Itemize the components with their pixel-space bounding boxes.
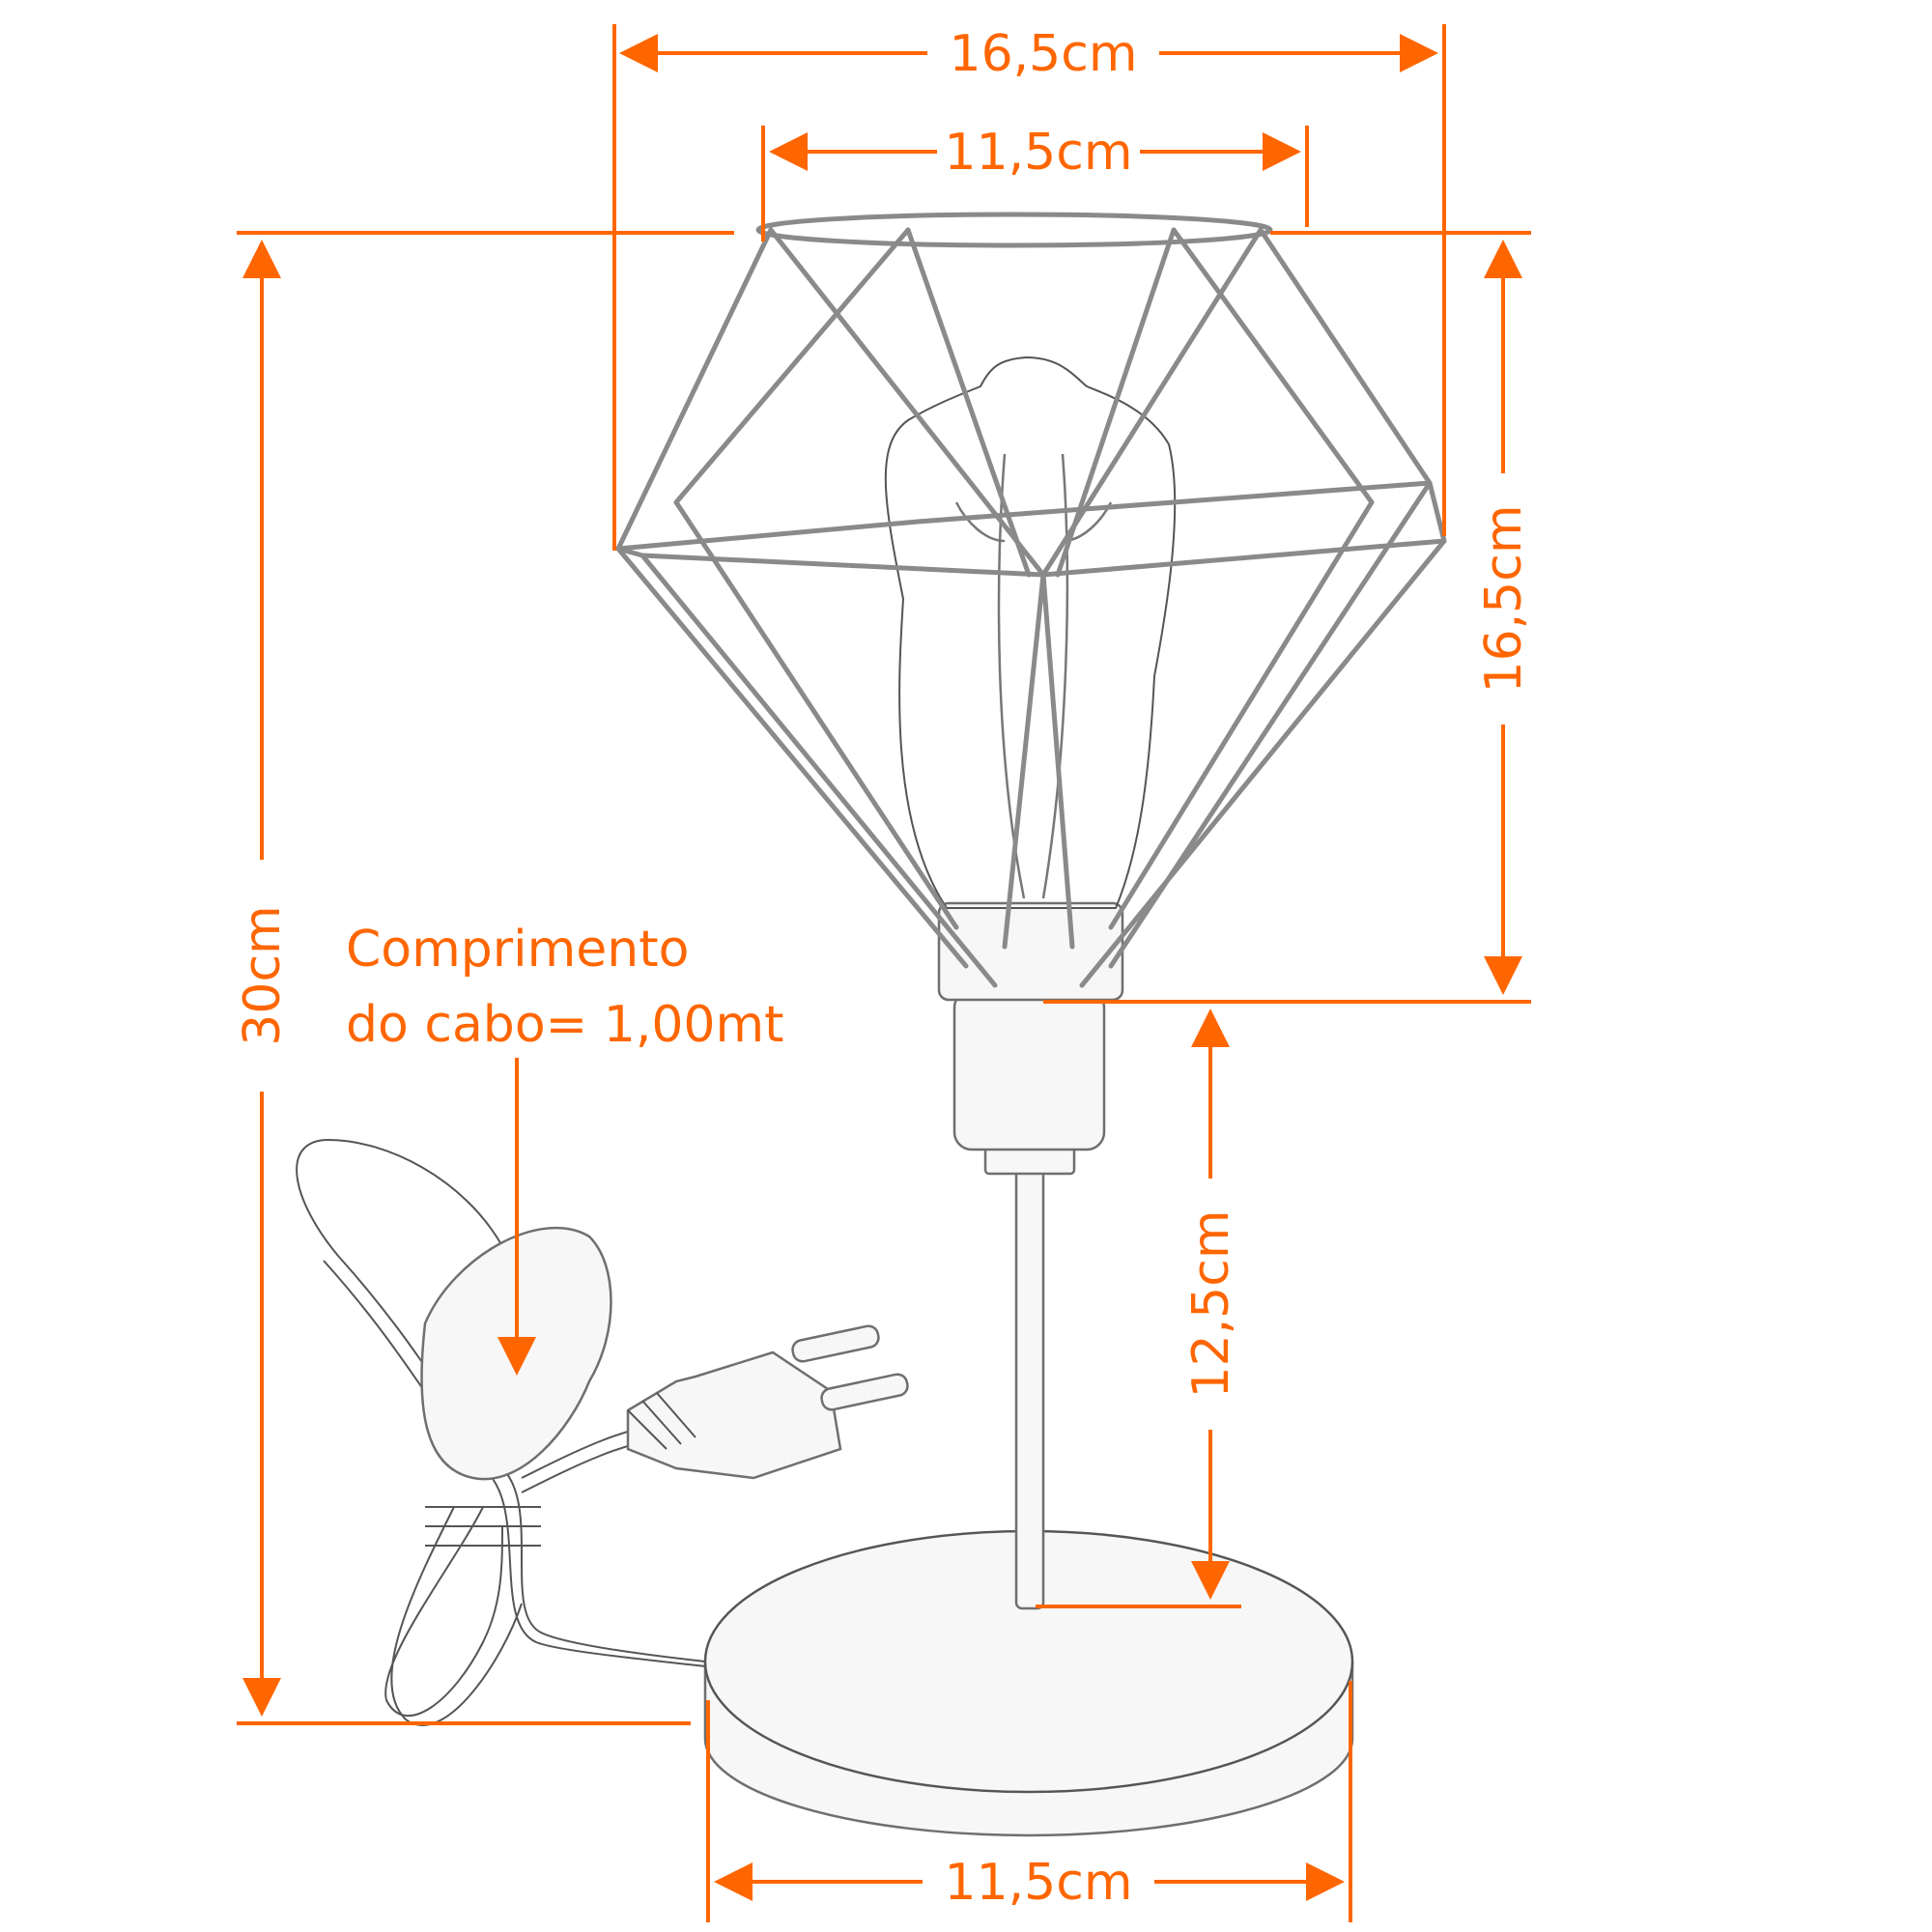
dimension-shade-top-inner: 11,5cm (761, 124, 1309, 242)
lamp-illustration (296, 212, 1447, 1837)
dimension-shade-height: 16,5cm (1043, 231, 1533, 1004)
dimension-annotations: 16,5cm 11,5cm 30cm 16,5cm (234, 24, 1533, 1922)
label-shade-top-outer: 16,5cm (949, 25, 1137, 83)
dimension-shade-top-outer: 16,5cm (612, 24, 1446, 551)
lamp-socket (937, 901, 1124, 1176)
label-stem-height: 12,5cm (1182, 1209, 1240, 1398)
power-plug (626, 1324, 909, 1480)
dimension-base-width: 11,5cm (706, 1681, 1352, 1922)
label-shade-height: 16,5cm (1475, 504, 1533, 693)
cable-length-note: Comprimento do cabo= 1,00mt (346, 921, 784, 1376)
cable-note-line1: Comprimento (346, 921, 689, 979)
lamp-stem (1014, 1167, 1045, 1610)
wire-cage-shade (615, 212, 1447, 988)
label-base-width: 11,5cm (944, 1854, 1132, 1912)
cable-note-line2: do cabo= 1,00mt (346, 996, 784, 1054)
dimension-stem-height: 12,5cm (1036, 1009, 1241, 1608)
light-bulb (884, 355, 1177, 909)
dimension-total-height: 30cm (234, 231, 734, 1725)
label-total-height: 30cm (234, 905, 292, 1045)
label-shade-top-inner: 11,5cm (944, 124, 1132, 182)
